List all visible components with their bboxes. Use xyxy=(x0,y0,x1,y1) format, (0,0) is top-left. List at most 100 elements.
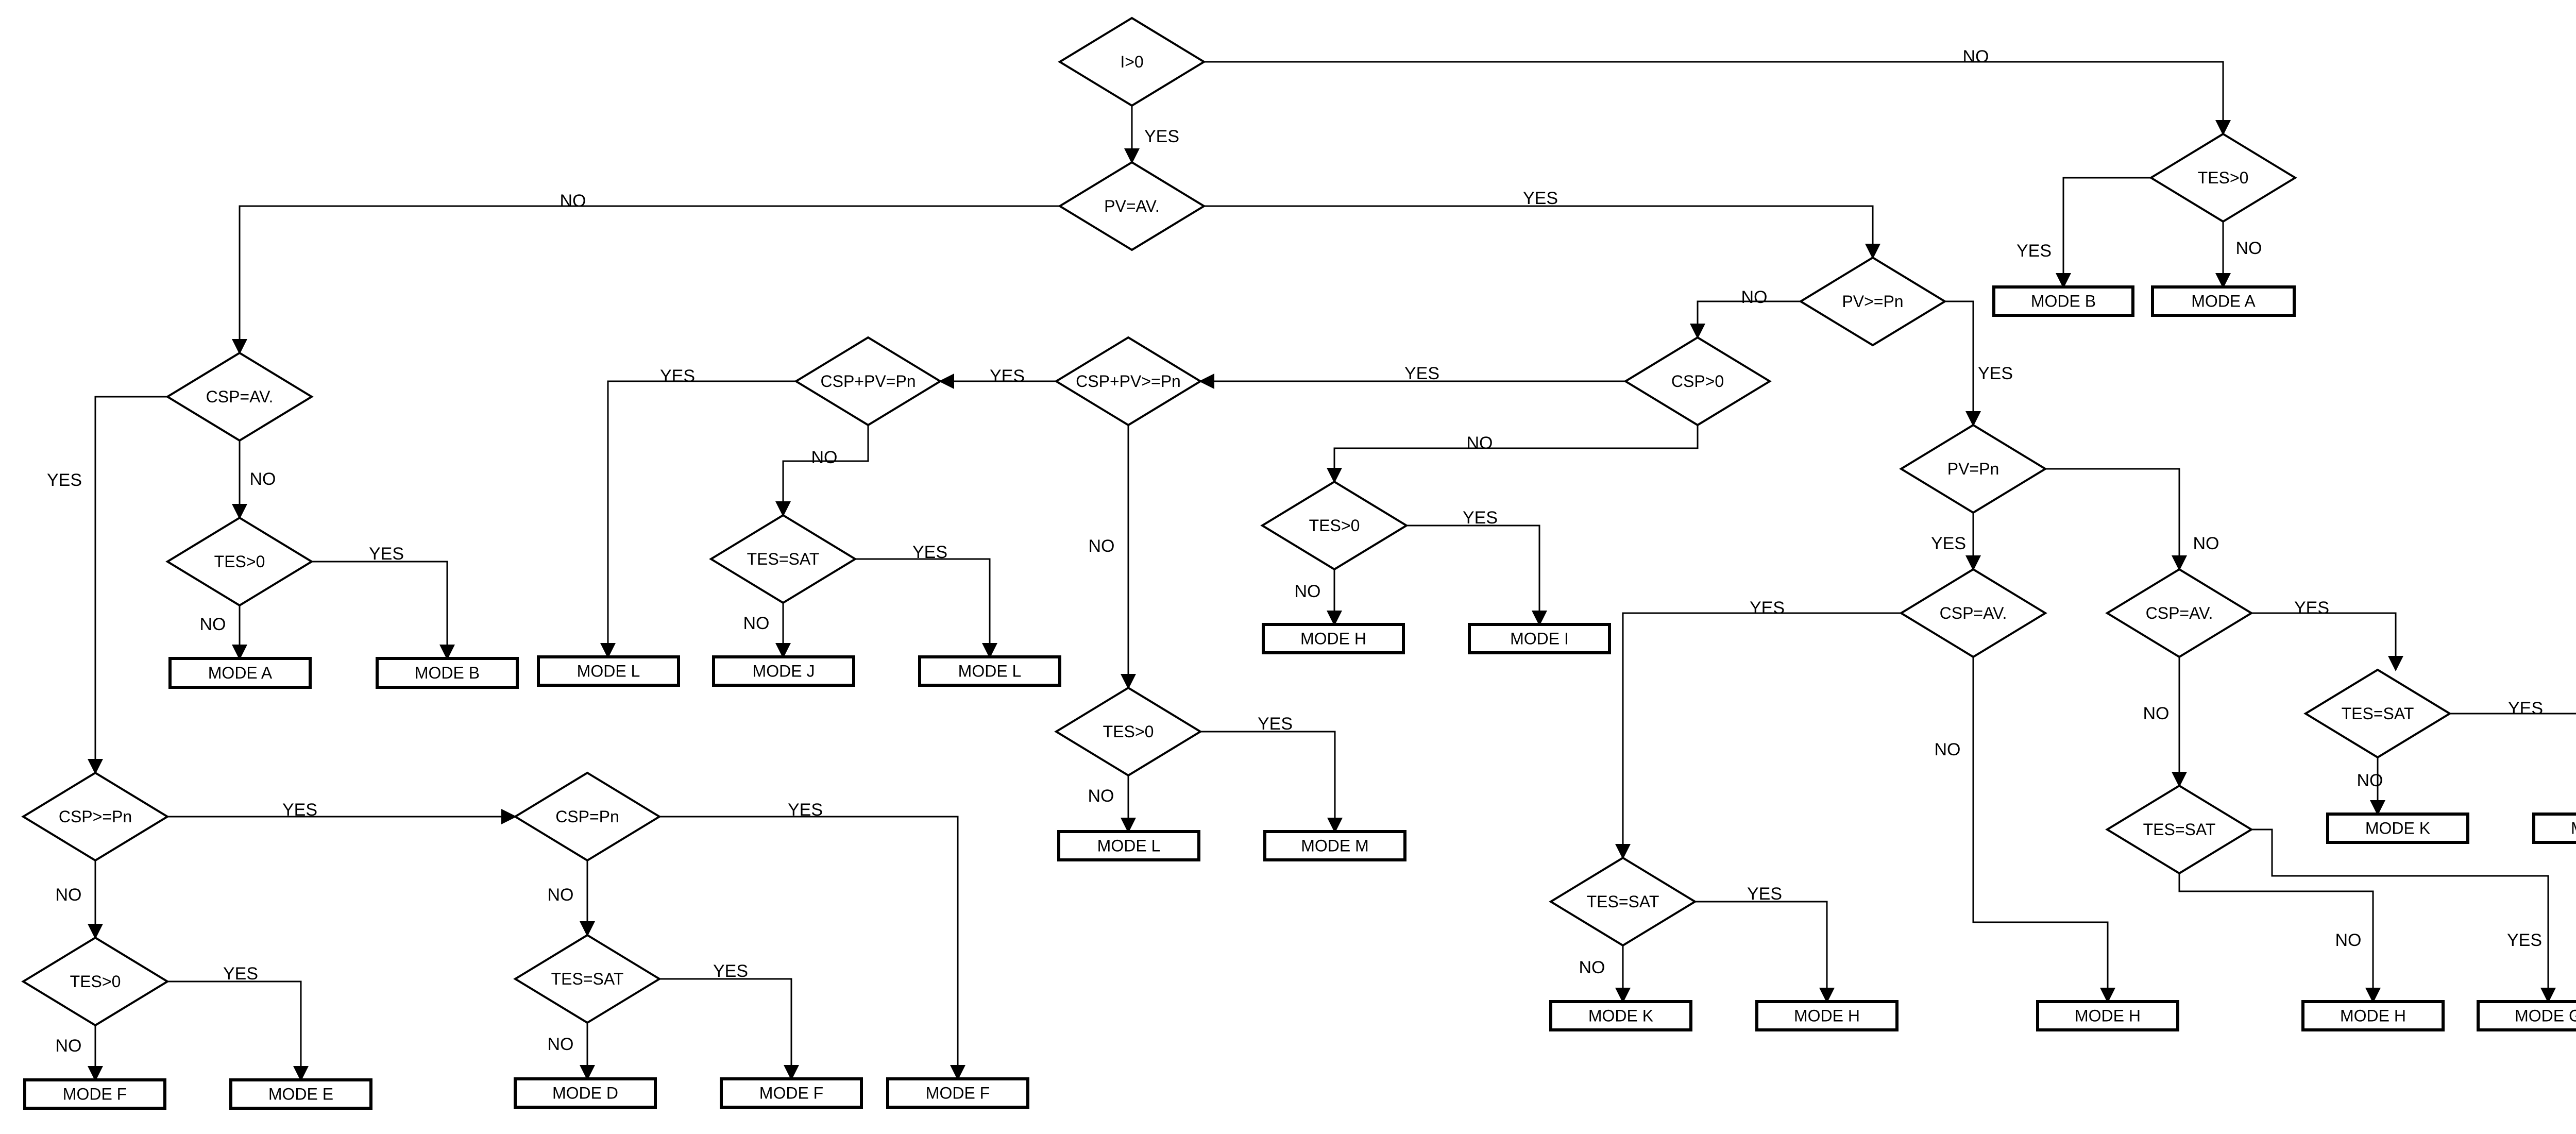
branch-label-yes: YES xyxy=(1258,714,1293,734)
branch-label-no: NO xyxy=(1295,582,1321,601)
mode-box-m-g xyxy=(2477,1000,2576,1031)
mode-box-m-f1 xyxy=(23,1078,166,1110)
connector-arrow xyxy=(1615,612,1901,859)
branch-label-no: NO xyxy=(548,885,574,905)
decision-label: TES=SAT xyxy=(551,970,624,988)
decision-d-csp-eq-pn xyxy=(513,771,662,862)
branch-label-no: NO xyxy=(743,614,770,633)
branch-label-yes: YES xyxy=(2507,930,2542,950)
decision-d-csppv-eq xyxy=(794,336,942,427)
mode-label: MODE F xyxy=(926,1084,990,1103)
decision-label: TES=SAT xyxy=(747,550,820,568)
decision-label: PV=Pn xyxy=(1947,460,1999,478)
decision-label: TES=SAT xyxy=(2143,820,2216,839)
connector-arrow xyxy=(2056,177,2151,289)
connector-arrow xyxy=(312,561,455,660)
mode-box-m-k1 xyxy=(2326,813,2469,844)
branch-label-yes: YES xyxy=(990,366,1025,386)
connector-arrow xyxy=(1204,205,1880,259)
connector-arrow xyxy=(1406,524,1547,626)
mode-label: MODE K xyxy=(2365,819,2430,838)
mode-label: MODE A xyxy=(2191,292,2256,311)
connector-arrow xyxy=(167,980,309,1081)
mode-box-m-l1 xyxy=(537,655,680,687)
mode-label: MODE B xyxy=(415,664,480,682)
decision-d-csp-ge-pn xyxy=(21,771,170,862)
decision-label: CSP+PV>=Pn xyxy=(1076,372,1181,391)
branch-label-no: NO xyxy=(2236,239,2262,258)
mode-box-m-l3 xyxy=(1057,830,1200,861)
connector-arrow xyxy=(2450,713,2576,715)
mode-box-m-j xyxy=(712,655,855,687)
connector-arrow xyxy=(2045,468,2187,571)
decision-label: TES>0 xyxy=(214,552,265,571)
decision-label: CSP=AV. xyxy=(2146,604,2213,622)
connector-arrow xyxy=(1945,300,1981,427)
mode-label: MODE H xyxy=(1300,630,1366,648)
mode-label: MODE H xyxy=(2075,1007,2141,1025)
branch-label-no: NO xyxy=(811,448,838,467)
mode-box-m-a1 xyxy=(2151,285,2296,317)
connector-arrow xyxy=(1690,300,1801,339)
mode-label: MODE L xyxy=(1097,837,1161,855)
branch-label-no: NO xyxy=(2143,704,2170,723)
mode-box-m-h5 xyxy=(2301,1000,2445,1031)
decision-d-csp-av-3 xyxy=(2105,568,2253,658)
branch-label-no: NO xyxy=(1579,958,1605,977)
decision-label: TES>0 xyxy=(2198,168,2249,187)
branch-label-yes: YES xyxy=(2508,699,2543,718)
branch-label-yes: YES xyxy=(282,800,317,820)
decision-label: TES>0 xyxy=(70,972,121,991)
decision-label: TES>0 xyxy=(1309,516,1360,535)
branch-label-no: NO xyxy=(560,191,586,211)
branch-label-yes: YES xyxy=(2294,598,2329,618)
mode-box-m-h2 xyxy=(2532,813,2576,844)
mode-label: MODE M xyxy=(1301,837,1369,855)
decision-d-tes-3 xyxy=(1260,480,1409,571)
mode-label: MODE J xyxy=(753,662,815,681)
decision-d-csppv-ge xyxy=(1054,336,1202,427)
connector-arrow xyxy=(88,396,167,774)
mode-box-m-f3 xyxy=(886,1077,1029,1109)
decision-d-tes-sat-5 xyxy=(513,934,662,1024)
connector-arrow xyxy=(659,816,965,1080)
branch-label-no: NO xyxy=(2193,534,2219,553)
mode-box-m-b1 xyxy=(1992,285,2134,317)
branch-label-no: NO xyxy=(2335,930,2362,950)
decision-d-tes-5 xyxy=(21,936,170,1027)
branch-label-yes: YES xyxy=(1978,364,2013,383)
decision-d-pv-av-1 xyxy=(1058,161,1206,251)
branch-label-yes: YES xyxy=(369,544,404,564)
mode-box-m-b2 xyxy=(376,657,519,689)
mode-label: MODE E xyxy=(268,1085,333,1104)
connector-arrow xyxy=(1695,901,1835,1003)
mode-box-m-h1 xyxy=(1262,623,1405,654)
decision-label: CSP>=Pn xyxy=(59,807,132,826)
branch-label-no: NO xyxy=(1088,786,1114,806)
connector-arrow xyxy=(775,425,869,517)
mode-label: MODE G xyxy=(2515,1007,2576,1025)
decision-d-tes-4 xyxy=(1054,686,1202,777)
decision-d-tes-sat-1 xyxy=(709,514,857,604)
connector-arrow xyxy=(232,205,1060,354)
branch-labels: NO YES NO YES YES NO NO YES YES YES YES NO YES NO NO NO… xyxy=(47,47,2543,1056)
mode-box-m-f2 xyxy=(720,1077,863,1109)
decision-d-tes-sat-2 xyxy=(2303,668,2452,759)
mode-box-m-i xyxy=(1468,623,1611,654)
decision-d-csp-av-1 xyxy=(165,351,314,442)
decision-label: CSP>0 xyxy=(1671,372,1724,391)
decision-label: CSP=Pn xyxy=(555,807,619,826)
branch-label-yes: YES xyxy=(1523,189,1558,208)
mode-label: MODE H xyxy=(1794,1007,1860,1025)
branch-label-yes: YES xyxy=(1747,884,1782,904)
decision-label: I>0 xyxy=(1120,53,1143,71)
decision-label: TES=SAT xyxy=(2342,704,2414,723)
mode-label: MODE F xyxy=(759,1084,823,1103)
branch-label-yes: YES xyxy=(1144,127,1179,146)
mode-label: MODE B xyxy=(2031,292,2096,311)
connector-arrow xyxy=(1200,731,1343,833)
decision-label: CSP+PV=Pn xyxy=(821,372,916,391)
branch-label-yes: YES xyxy=(1404,364,1439,383)
branch-label-yes: YES xyxy=(223,964,258,984)
